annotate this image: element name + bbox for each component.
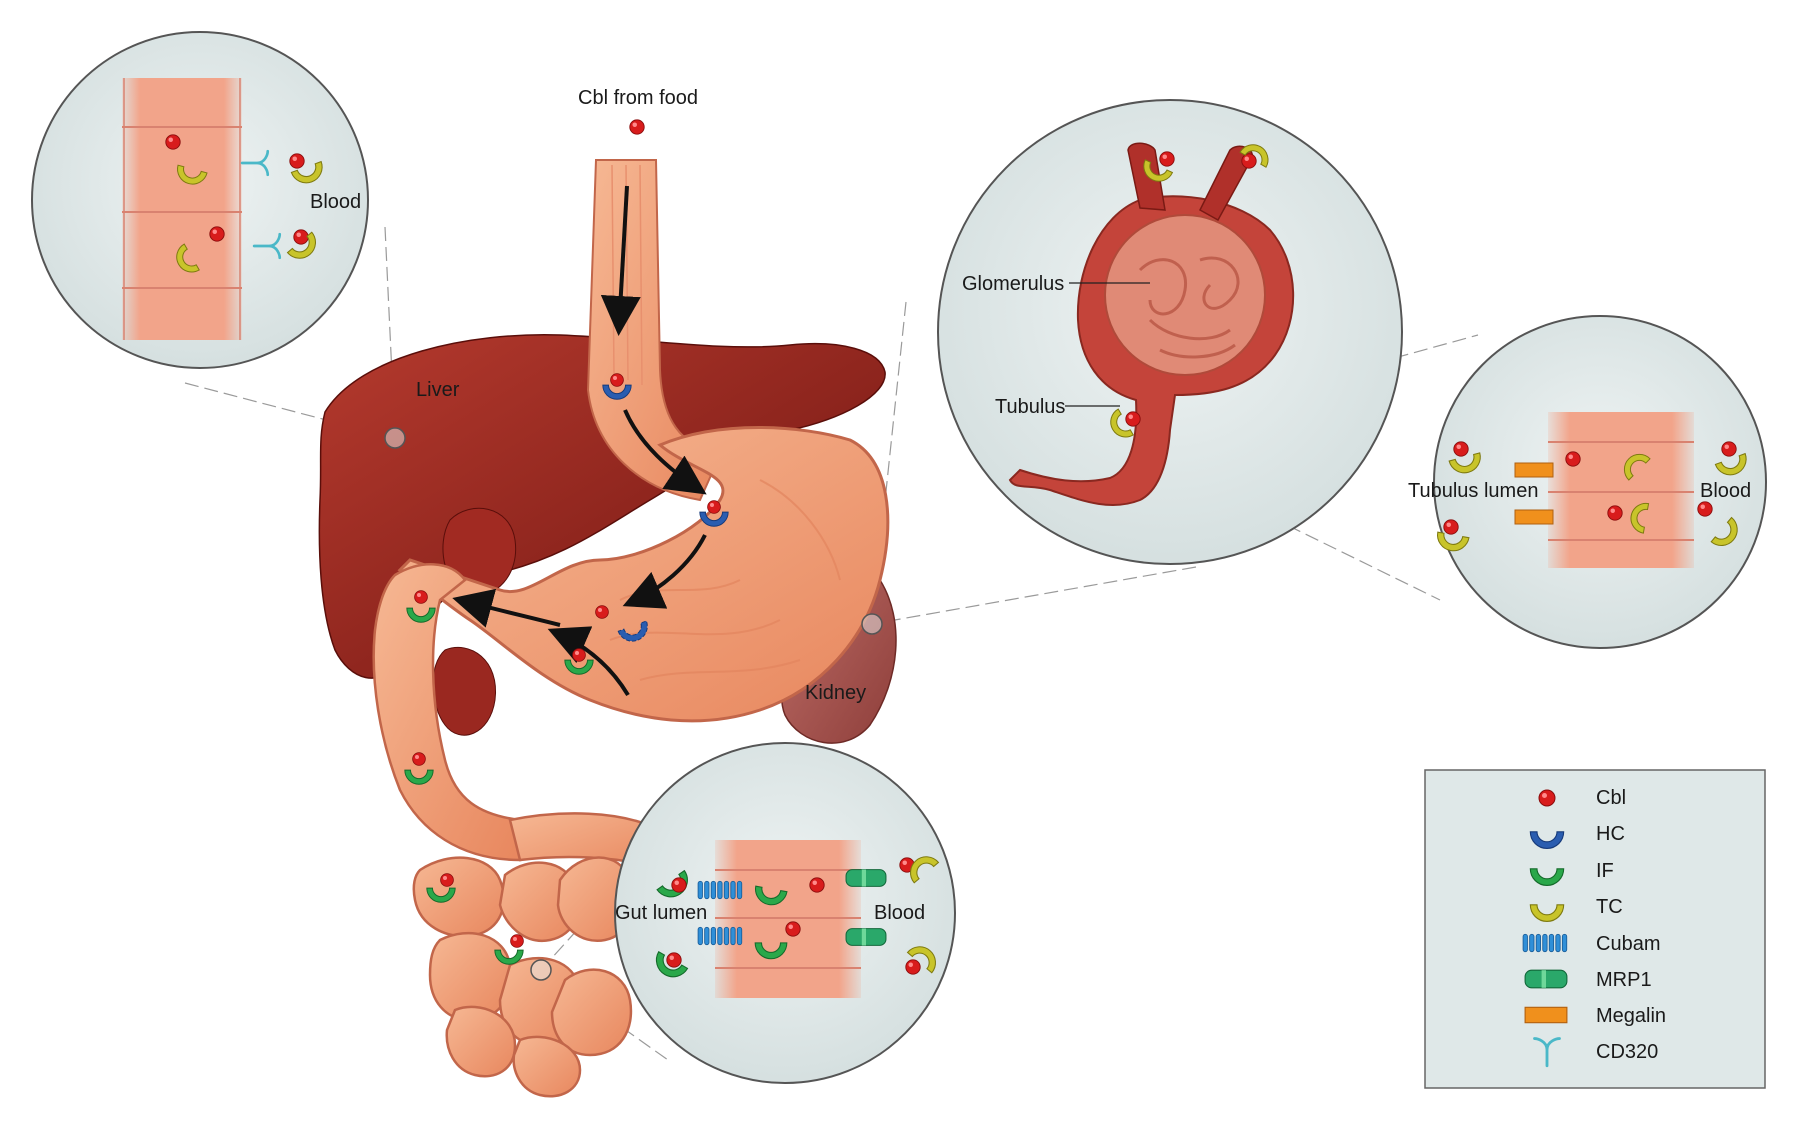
cbl-from-food-label: Cbl from food bbox=[578, 87, 698, 109]
mrp1-1 bbox=[846, 870, 886, 887]
zoom-tubulus: Tubulus lumen Blood bbox=[1408, 316, 1766, 648]
megalin-icon bbox=[1525, 1007, 1567, 1022]
cubam-icon bbox=[1523, 934, 1567, 951]
tubulus-lumen-label: Tubulus lumen bbox=[1408, 480, 1538, 502]
glomerulus-label: Glomerulus bbox=[962, 273, 1064, 295]
liver-label: Liver bbox=[416, 379, 460, 401]
liver-lower-lobe bbox=[433, 647, 496, 735]
legend-label-megalin: Megalin bbox=[1596, 1005, 1666, 1027]
liver-zoom-blood-label: Blood bbox=[310, 191, 361, 213]
zoom-anchor-gut bbox=[531, 960, 551, 980]
megalin-1 bbox=[1515, 463, 1553, 477]
zoom-kidney: Glomerulus Tubulus bbox=[938, 100, 1402, 564]
legend-label-tc: TC bbox=[1596, 896, 1623, 918]
zoom-gut: Gut lumen Blood bbox=[615, 743, 955, 1083]
mrp1-2 bbox=[846, 929, 886, 946]
liver-tissue bbox=[122, 78, 242, 340]
gut-lumen-label: Gut lumen bbox=[615, 902, 707, 924]
zoom-liver: Blood bbox=[32, 32, 368, 368]
legend-label-mrp1: MRP1 bbox=[1596, 969, 1652, 991]
legend-label-hc: HC bbox=[1596, 823, 1625, 845]
gut-zoom-blood-label: Blood bbox=[874, 902, 925, 924]
tubulus-tissue bbox=[1548, 412, 1694, 568]
legend-box bbox=[1425, 770, 1765, 1088]
tubulus-zoom-blood-label: Blood bbox=[1700, 480, 1751, 502]
free-cbl-molecule bbox=[596, 606, 609, 619]
tubulus-label: Tubulus bbox=[995, 396, 1065, 418]
zoom-anchor-kidney bbox=[862, 614, 882, 634]
zoom-anchor-liver bbox=[385, 428, 405, 448]
legend: Cbl HC IF TC Cubam MRP1 Megalin CD320 bbox=[1425, 770, 1765, 1088]
cubam-1 bbox=[698, 881, 742, 898]
legend-label-if: IF bbox=[1596, 860, 1614, 882]
legend-label-cd320: CD320 bbox=[1596, 1041, 1658, 1063]
megalin-2 bbox=[1515, 510, 1553, 524]
connector-kidney-bottom bbox=[872, 567, 1196, 624]
cubam-2 bbox=[698, 927, 742, 944]
kidney-label: Kidney bbox=[805, 682, 866, 704]
cbl-icon bbox=[1539, 790, 1555, 806]
cbl-food-molecule bbox=[630, 120, 644, 134]
legend-label-cubam: Cubam bbox=[1596, 933, 1660, 955]
legend-label-cbl: Cbl bbox=[1596, 787, 1626, 809]
mrp1-icon bbox=[1525, 970, 1567, 988]
